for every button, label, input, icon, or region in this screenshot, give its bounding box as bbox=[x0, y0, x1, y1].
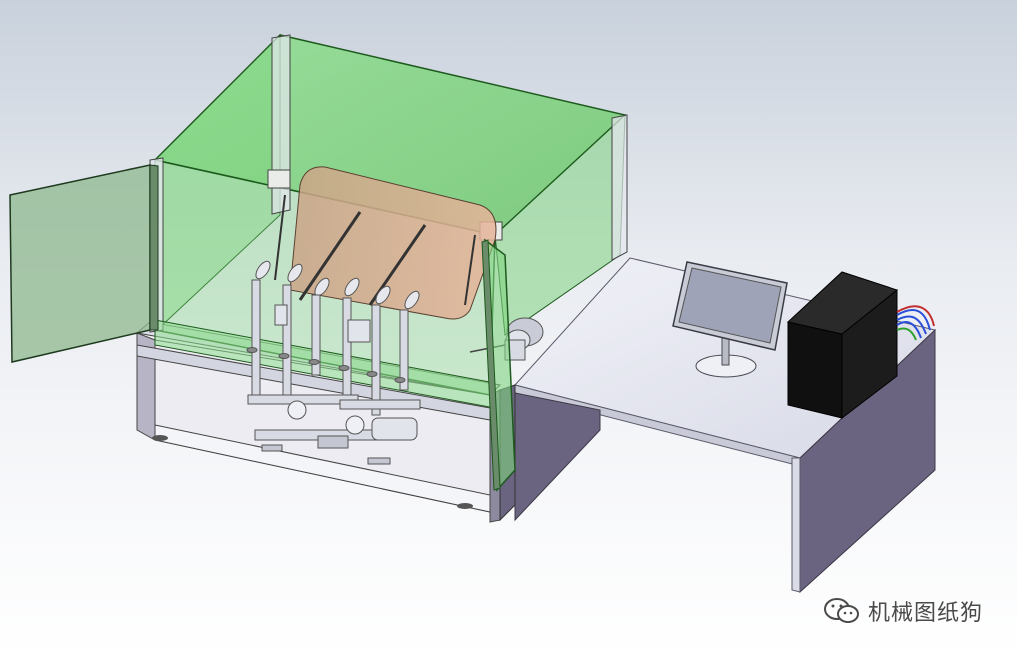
cabinet-top bbox=[786, 271, 899, 335]
pump-tank bbox=[371, 417, 418, 441]
desk-leg-front-face bbox=[791, 457, 801, 593]
corner-post-back-right bbox=[611, 114, 628, 261]
right-door bbox=[481, 238, 516, 492]
monitor-screen bbox=[678, 267, 782, 344]
desk-left-leg-hint bbox=[514, 392, 601, 522]
spray-gun-mount bbox=[274, 304, 371, 343]
pressure-gauge-2 bbox=[345, 415, 365, 435]
gun-rail-1 bbox=[298, 211, 362, 301]
motor-assembly bbox=[469, 317, 544, 361]
cabinet-front bbox=[787, 321, 843, 419]
watermark: 机械图纸狗 bbox=[822, 595, 983, 627]
wechat-icon bbox=[823, 598, 859, 623]
left-door-edge bbox=[149, 164, 159, 331]
monitor bbox=[672, 261, 788, 378]
rail-holes bbox=[246, 347, 406, 383]
workpiece-plate bbox=[274, 166, 497, 320]
pressure-gauge-1 bbox=[287, 400, 307, 420]
target-plate bbox=[289, 166, 497, 320]
left-door bbox=[9, 164, 159, 363]
control-cabinet bbox=[786, 271, 935, 420]
cabinet-cables bbox=[896, 309, 931, 339]
left-door-panel bbox=[9, 164, 151, 363]
spray-system bbox=[246, 260, 544, 465]
manifold bbox=[247, 394, 421, 465]
corner-post-back-left bbox=[271, 34, 291, 215]
watermark-text: 机械图纸狗 bbox=[867, 601, 983, 626]
right-door-edge bbox=[481, 239, 501, 491]
spray-nozzles bbox=[255, 260, 420, 310]
